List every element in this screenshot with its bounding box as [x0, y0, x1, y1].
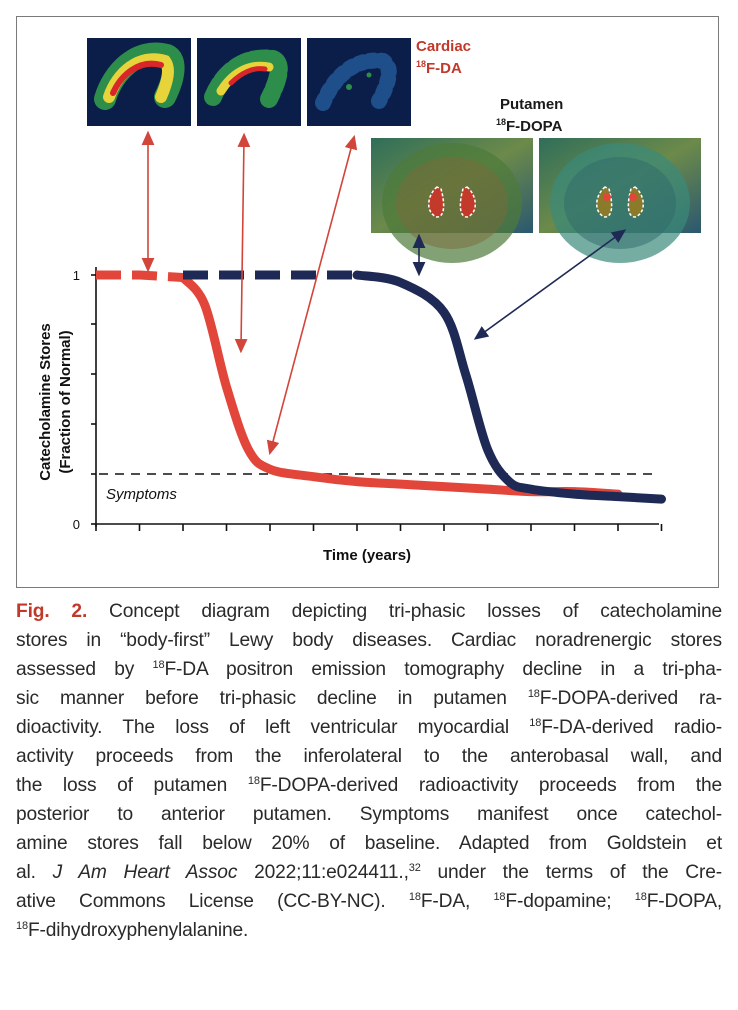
isotope-sup: 18 — [408, 891, 421, 903]
putamen-iso: 18 — [496, 117, 506, 127]
arrow-cardiac-mid — [234, 132, 251, 354]
caption-line-9: amine stores fall below 20% of baseline.… — [16, 833, 722, 854]
heart-scan-early-icon — [87, 38, 191, 126]
isotope-sup: 18 — [152, 659, 165, 671]
caption-line-10a: al. — [16, 862, 53, 883]
y-axis-label-line1: Catecholamine Stores — [37, 323, 54, 481]
caption-line-6: activity proceeds from the inferolateral… — [16, 746, 722, 767]
caption-line-1: Concept diagram depicting tri-phasic los… — [87, 601, 722, 622]
caption-line-8: posterior to anterior putamen. Symptoms … — [16, 804, 722, 825]
symptoms-label: Symptoms — [106, 486, 177, 503]
caption-line-2: stores in “body-first” Lewy body disease… — [16, 630, 722, 651]
caption-line-4a: sic manner before tri-phasic decline in … — [16, 688, 528, 709]
caption-line-7a: the loss of putamen — [16, 775, 248, 796]
caption-line-10c: under the terms of the Cre- — [420, 862, 723, 883]
arrow-putamen-late — [473, 229, 627, 340]
series-1-decline — [352, 270, 666, 504]
caption-line-3a: assessed by — [16, 659, 153, 680]
y-tick-bottom: 0 — [73, 517, 80, 532]
brain-scan-early-icon — [371, 138, 533, 263]
series-0-decline — [178, 272, 623, 499]
journal-name: J Am Heart Assoc — [52, 862, 238, 883]
caption-line-7b: F-DOPA-derived radioactivity proceeds fr… — [259, 775, 723, 796]
x-axis — [95, 523, 663, 531]
isotope-sup: 18 — [529, 717, 542, 729]
caption-line-12: F-dihydroxyphenylalanine. — [27, 920, 249, 941]
cardiac-tracer: F-DA — [426, 60, 462, 77]
caption-line-5a: dioactivity. The loss of left ventricula… — [16, 717, 530, 738]
y-axis-label-line2: (Fraction of Normal) — [57, 330, 74, 473]
x-axis-label: Time (years) — [323, 547, 411, 564]
caption-line-5b: F-DA-derived radio- — [541, 717, 723, 738]
figure-caption: Fig. 2. Concept diagram depicting tri-ph… — [16, 597, 722, 945]
y-axis — [91, 267, 97, 527]
annotation-arrows — [141, 130, 627, 456]
putamen-label: Putamen — [500, 96, 563, 113]
svg-text:18F-DA: 18F-DA — [416, 59, 462, 77]
figure-panel: Cardiac 18F-DA Putamen 18F-DOPA — [16, 16, 719, 588]
svg-text:Cardiac: Cardiac — [416, 38, 471, 55]
isotope-sup: 18 — [634, 891, 647, 903]
figure-label: Fig. 2. — [16, 601, 88, 622]
isotope-sup: 18 — [493, 891, 506, 903]
isotope-sup: 18 — [527, 688, 540, 700]
putamen-tracer: F-DOPA — [506, 118, 563, 135]
y-tick-top: 1 — [73, 268, 80, 283]
caption-line-10b: 2022;11:e024411., — [237, 862, 409, 883]
caption-line-4b: F-DOPA-derived ra- — [539, 688, 723, 709]
svg-text:Putamen: Putamen — [500, 96, 563, 113]
caption-line-11a: ative Commons License (CC-BY-NC). — [16, 891, 409, 912]
heart-scan-mid-icon — [197, 38, 301, 126]
series-0-baseline — [96, 270, 184, 282]
caption-line-11d: F-DOPA, — [646, 891, 723, 912]
caption-line-3b: F-DA positron emission tomography declin… — [164, 659, 722, 680]
heart-scan-late-icon — [307, 38, 411, 126]
reference-sup: 32 — [408, 862, 421, 874]
isotope-sup: 18 — [247, 775, 260, 787]
concept-diagram: Cardiac 18F-DA Putamen 18F-DOPA — [37, 38, 701, 564]
cardiac-label: Cardiac — [416, 38, 471, 55]
caption-line-11b: F-DA, — [420, 891, 494, 912]
isotope-sup: 18 — [16, 920, 28, 932]
svg-text:18F-DOPA: 18F-DOPA — [496, 117, 563, 135]
caption-line-11c: F-dopamine; — [505, 891, 635, 912]
arrow-cardiac-late — [266, 134, 358, 456]
brain-scan-late-icon — [539, 138, 701, 263]
cardiac-iso: 18 — [416, 59, 426, 69]
